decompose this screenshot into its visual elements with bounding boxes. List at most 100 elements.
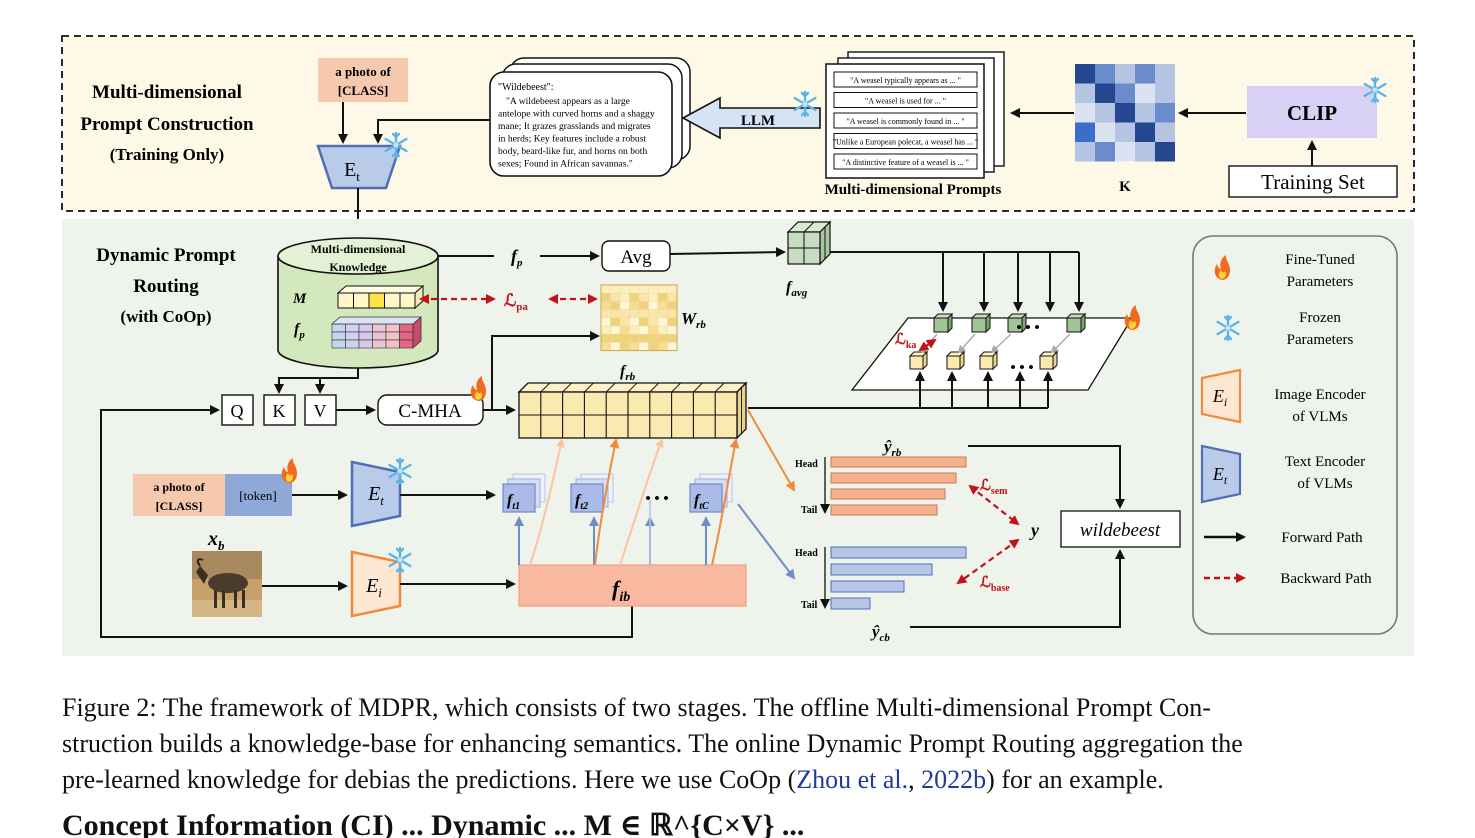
- fp-cell: [345, 339, 360, 349]
- wrb-cell: [657, 293, 668, 302]
- frb-to-yrb-arrow: [747, 409, 795, 492]
- lka-label: ℒka: [895, 332, 916, 351]
- wrb-cell: [629, 317, 640, 327]
- wrb-cell: [667, 293, 678, 302]
- et-label: Et: [367, 483, 384, 508]
- llm-output-line: "A wildebeest appears as a large: [506, 96, 630, 107]
- wrb-cell: [657, 342, 668, 351]
- caption-line2: struction builds a knowledge-base for en…: [62, 729, 1243, 758]
- wrb-label: Wrb: [681, 309, 706, 331]
- lpa-label: ℒpa: [504, 291, 528, 313]
- plane-cube: [971, 317, 987, 333]
- citation-link-author[interactable]: Zhou et al.: [796, 765, 909, 794]
- ycb-to-result-arrow: [910, 549, 1125, 628]
- text-encoder-stage1: [316, 144, 402, 190]
- ft-box: [689, 483, 723, 513]
- token-box: [225, 474, 292, 516]
- fp-cell: [331, 331, 346, 341]
- wrb-cell: [600, 309, 611, 319]
- lbase-arrow: [956, 538, 1020, 585]
- m-label: M: [292, 291, 307, 307]
- wrb-cell: [610, 293, 621, 302]
- llm-output-card: [489, 71, 673, 177]
- citation-link-year[interactable]: 2022b: [921, 765, 987, 794]
- prompt-row: [833, 71, 978, 88]
- k-cell: [1115, 64, 1135, 84]
- prompt-row-text: "A weasel is commonly found in ... ": [846, 117, 964, 126]
- wrb-cell: [600, 301, 611, 310]
- wrb-cell: [648, 334, 659, 343]
- cmha-label: C-MHA: [398, 401, 462, 422]
- legend-item-2-line2: Parameters: [1287, 332, 1354, 348]
- wrb-cell: [657, 309, 668, 319]
- legend-item-3-line1: Image Encoder: [1274, 387, 1365, 403]
- frb-rises: [915, 371, 1053, 408]
- frb-feature-box: [517, 381, 748, 440]
- template-line2: [CLASS]: [338, 83, 389, 98]
- wrb-cell: [629, 293, 640, 302]
- yrb-bar: [830, 504, 938, 516]
- fp-cyl-label: fp: [294, 321, 305, 341]
- text-encoder-stage1-label: Et: [344, 159, 360, 184]
- wrb-cell: [657, 301, 668, 310]
- prompt-row-text: "A distinctive feature of a weasel is ..…: [842, 158, 969, 167]
- wrb-cell: [648, 325, 659, 335]
- wrb-cell: [667, 325, 678, 335]
- ft-label: ft1: [507, 492, 520, 512]
- fp-cell: [358, 323, 373, 333]
- fib-box: [518, 564, 747, 607]
- wrb-cell: [600, 284, 611, 294]
- wrb-cell: [657, 325, 668, 335]
- knowledge-line1: Multi-dimensional: [311, 242, 406, 256]
- k-heatmap: [1075, 64, 1175, 162]
- lbase-label: ℒbase: [980, 575, 1010, 594]
- k-cell: [1135, 142, 1155, 162]
- wrb-cell: [648, 317, 659, 327]
- wrb-cell: [629, 325, 640, 335]
- template-line1: a photo of: [335, 64, 391, 79]
- image-encoder-icon: [1200, 368, 1242, 424]
- fp-cell: [399, 323, 414, 333]
- wrb-cell: [600, 317, 611, 327]
- frb-label: frb: [620, 363, 636, 383]
- yrb-label: ŷrb: [882, 437, 902, 459]
- xb-label: xb: [207, 528, 225, 553]
- ycb-bar: [830, 563, 933, 576]
- k-cell: [1115, 122, 1135, 142]
- ycb-head-label: Head: [795, 548, 818, 559]
- plane-cube: [933, 317, 949, 333]
- wrb-cell: [638, 284, 649, 294]
- yrb-tail-label: Tail: [801, 505, 818, 516]
- ycb-label: ŷcb: [870, 622, 890, 644]
- fp-cell: [358, 331, 373, 341]
- class-template-box: [318, 58, 408, 102]
- plane-cube: [1039, 355, 1054, 370]
- wildebeest-image: [192, 551, 262, 617]
- wrb-cell: [638, 342, 649, 351]
- k-cell: [1075, 122, 1095, 142]
- legend-item-1-line2: Parameters: [1287, 274, 1354, 290]
- wrb-cell: [648, 309, 659, 319]
- result-label: wildebeest: [1080, 520, 1161, 541]
- k-box: [263, 394, 296, 426]
- v-box: [304, 394, 337, 426]
- wrb-cell: [648, 301, 659, 310]
- wrb-cell: [600, 293, 611, 302]
- stage2-title-line3: (with CoOp): [120, 307, 211, 326]
- legend-et-label: Et: [1212, 464, 1228, 487]
- wrb-cell: [619, 284, 630, 294]
- fib-to-frb-curve: [594, 438, 620, 566]
- knowledge-line2: Knowledge: [329, 260, 387, 274]
- fib-ft-curves: [514, 438, 740, 566]
- wrb-cell: [619, 325, 630, 335]
- wrb-cell: [667, 301, 678, 310]
- prompts-list: "A weasel typically appears as ... ""A w…: [833, 71, 978, 170]
- wrb-cell: [648, 293, 659, 302]
- k-cell: [1155, 103, 1175, 123]
- k-cell: [1095, 83, 1115, 103]
- yrb-bar: [830, 472, 957, 484]
- favg-label: favg: [786, 279, 808, 299]
- token-label: [token]: [239, 488, 277, 503]
- k-cell: [1115, 103, 1135, 123]
- wrb-cell: [610, 334, 621, 343]
